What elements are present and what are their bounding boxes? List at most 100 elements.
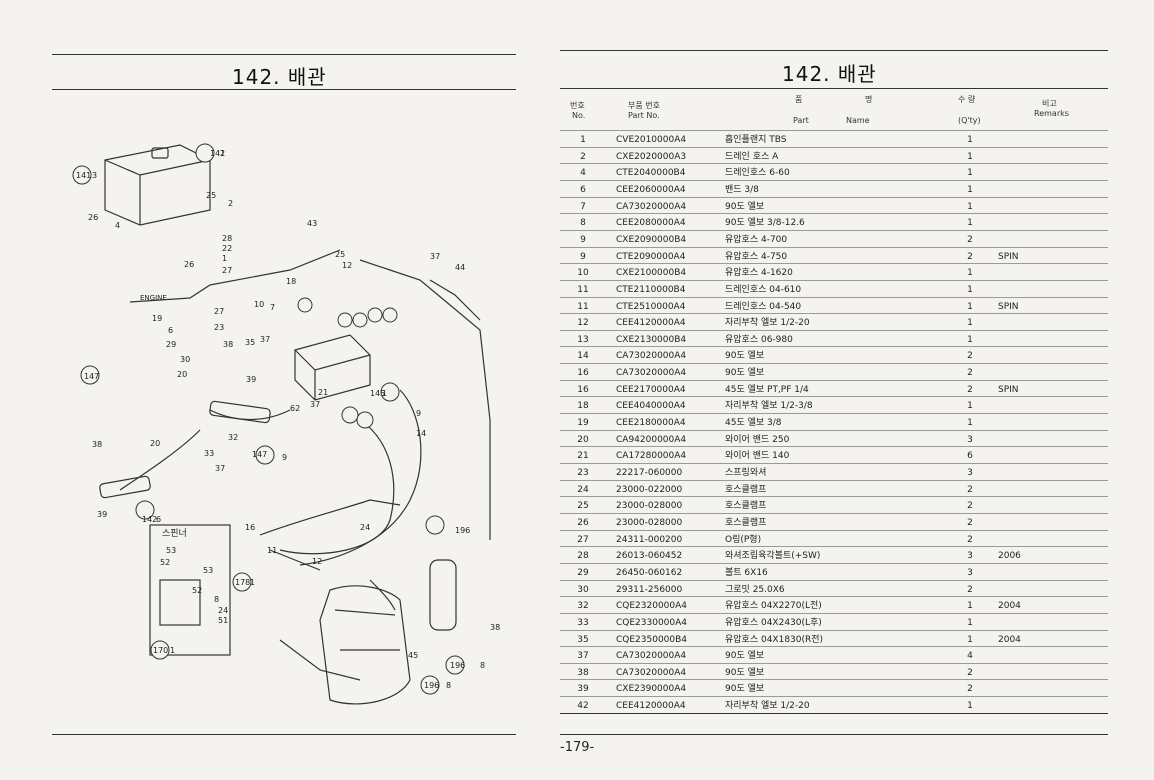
- piping-exploded-diagram: 141 2 141 3 26 4 25 2 28 22 26 1 27 18 4…: [60, 120, 530, 720]
- header-remarks-ko: 비고: [1042, 99, 1057, 108]
- top-rule: [560, 50, 1108, 51]
- callout: 11: [267, 546, 277, 555]
- cell-name: 흡인플랜지 TBS: [725, 135, 787, 145]
- callout: 38: [490, 623, 500, 632]
- table-row: 29 26450-060162 볼트 6X16 3: [560, 562, 1108, 581]
- cell-qty: 1: [967, 218, 973, 229]
- cell-name: 유압호스 04X2430(L후): [725, 617, 822, 628]
- cell-name: 90도 엘보: [725, 368, 765, 379]
- engine-label: ENGINE: [140, 294, 167, 302]
- cell-qty: 1: [967, 601, 973, 612]
- callout: 6: [156, 515, 161, 524]
- cell-qty: 1: [967, 168, 973, 179]
- cell-name: 유압호스 06-980: [725, 334, 793, 345]
- callout: 25: [335, 250, 345, 259]
- callout: 51: [218, 616, 228, 625]
- cell-name: 드레인호스 6-60: [725, 168, 790, 179]
- cell-remarks: 2006: [998, 551, 1021, 562]
- cell-qty: 1: [967, 318, 973, 329]
- header-name-ko: 명: [865, 95, 873, 104]
- hopper: [319, 585, 411, 705]
- cell-part-no: CVE2010000A4: [616, 135, 687, 145]
- cell-qty: 2: [967, 384, 973, 395]
- cell-no: 26: [577, 517, 589, 528]
- cell-qty: 1: [967, 151, 973, 162]
- cell-part-no: CQE2330000A4: [616, 617, 688, 628]
- cell-part-no: CA94200000A4: [616, 434, 687, 445]
- spinner-inset-box: [149, 524, 231, 656]
- diagram-svg: 141 2 141 3 26 4 25 2 28 22 26 1 27 18 4…: [72, 143, 500, 705]
- cell-no: 29: [577, 567, 589, 578]
- callout: 52: [192, 586, 202, 595]
- callout: 4: [115, 221, 120, 230]
- cell-part-no: CTE2110000B4: [616, 284, 686, 295]
- cell-qty: 1: [967, 201, 973, 212]
- callout: 2: [220, 149, 225, 158]
- cell-name: 호스클램프: [725, 501, 767, 512]
- cell-no: 42: [577, 701, 589, 712]
- cell-part-no: CA73020000A4: [616, 368, 687, 379]
- cell-name: O링(P형): [725, 534, 762, 545]
- callout: 1: [170, 646, 175, 655]
- cell-qty: 1: [967, 418, 973, 429]
- cell-part-no: 29311-256000: [616, 584, 683, 595]
- cell-part-no: CQE2320000A4: [616, 601, 688, 612]
- cell-qty: 3: [967, 567, 973, 578]
- callout: 29: [166, 340, 176, 349]
- cell-part-no: CTE2510000A4: [616, 301, 686, 312]
- callout: 53: [203, 566, 213, 575]
- callout: 141: [210, 149, 225, 158]
- cell-remarks: 2004: [998, 634, 1021, 645]
- header-partno-en: Part No.: [628, 111, 660, 120]
- callout: 37: [430, 252, 440, 261]
- cell-qty: 3: [967, 551, 973, 562]
- cell-no: 37: [577, 651, 589, 662]
- cell-no: 20: [577, 434, 589, 445]
- cell-no: 30: [577, 584, 589, 595]
- cell-no: 19: [577, 418, 589, 429]
- cell-name: 볼트 6X16: [725, 567, 768, 578]
- cell-name: 유압호스 4-750: [725, 251, 788, 262]
- title-underline: [52, 89, 516, 90]
- header-qty-ko: 수 량: [958, 95, 976, 104]
- callout: 25: [206, 191, 216, 200]
- cell-name: 밴드 3/8: [725, 184, 759, 195]
- table-bottom-rule: [560, 712, 1108, 714]
- callout: 178: [235, 578, 250, 587]
- cell-remarks: 2004: [998, 601, 1021, 612]
- callout: 33: [204, 449, 214, 458]
- callout: 142: [142, 515, 157, 524]
- callout: 35: [245, 338, 255, 347]
- cell-name: 유압호스 4-1620: [725, 268, 793, 279]
- cell-name: 90도 엘보: [725, 651, 765, 662]
- cell-name: 45도 엘보 PT,PF 1/4: [725, 384, 809, 395]
- cell-name: 스프링와셔: [725, 468, 767, 478]
- cell-no: 1: [580, 135, 586, 145]
- callout: 21: [318, 388, 328, 397]
- callout: 38: [223, 340, 233, 349]
- spinner-tank: [429, 559, 457, 631]
- cell-part-no: 26450-060162: [616, 567, 683, 578]
- callout: 147: [84, 372, 99, 381]
- callout: 62: [290, 404, 300, 413]
- cell-no: 7: [580, 201, 586, 212]
- cell-no: 24: [577, 484, 589, 495]
- cell-qty: 2: [967, 368, 973, 379]
- callout: 20: [150, 439, 160, 448]
- cell-part-no: CTE2090000A4: [616, 251, 686, 262]
- cell-qty: 2: [967, 517, 973, 528]
